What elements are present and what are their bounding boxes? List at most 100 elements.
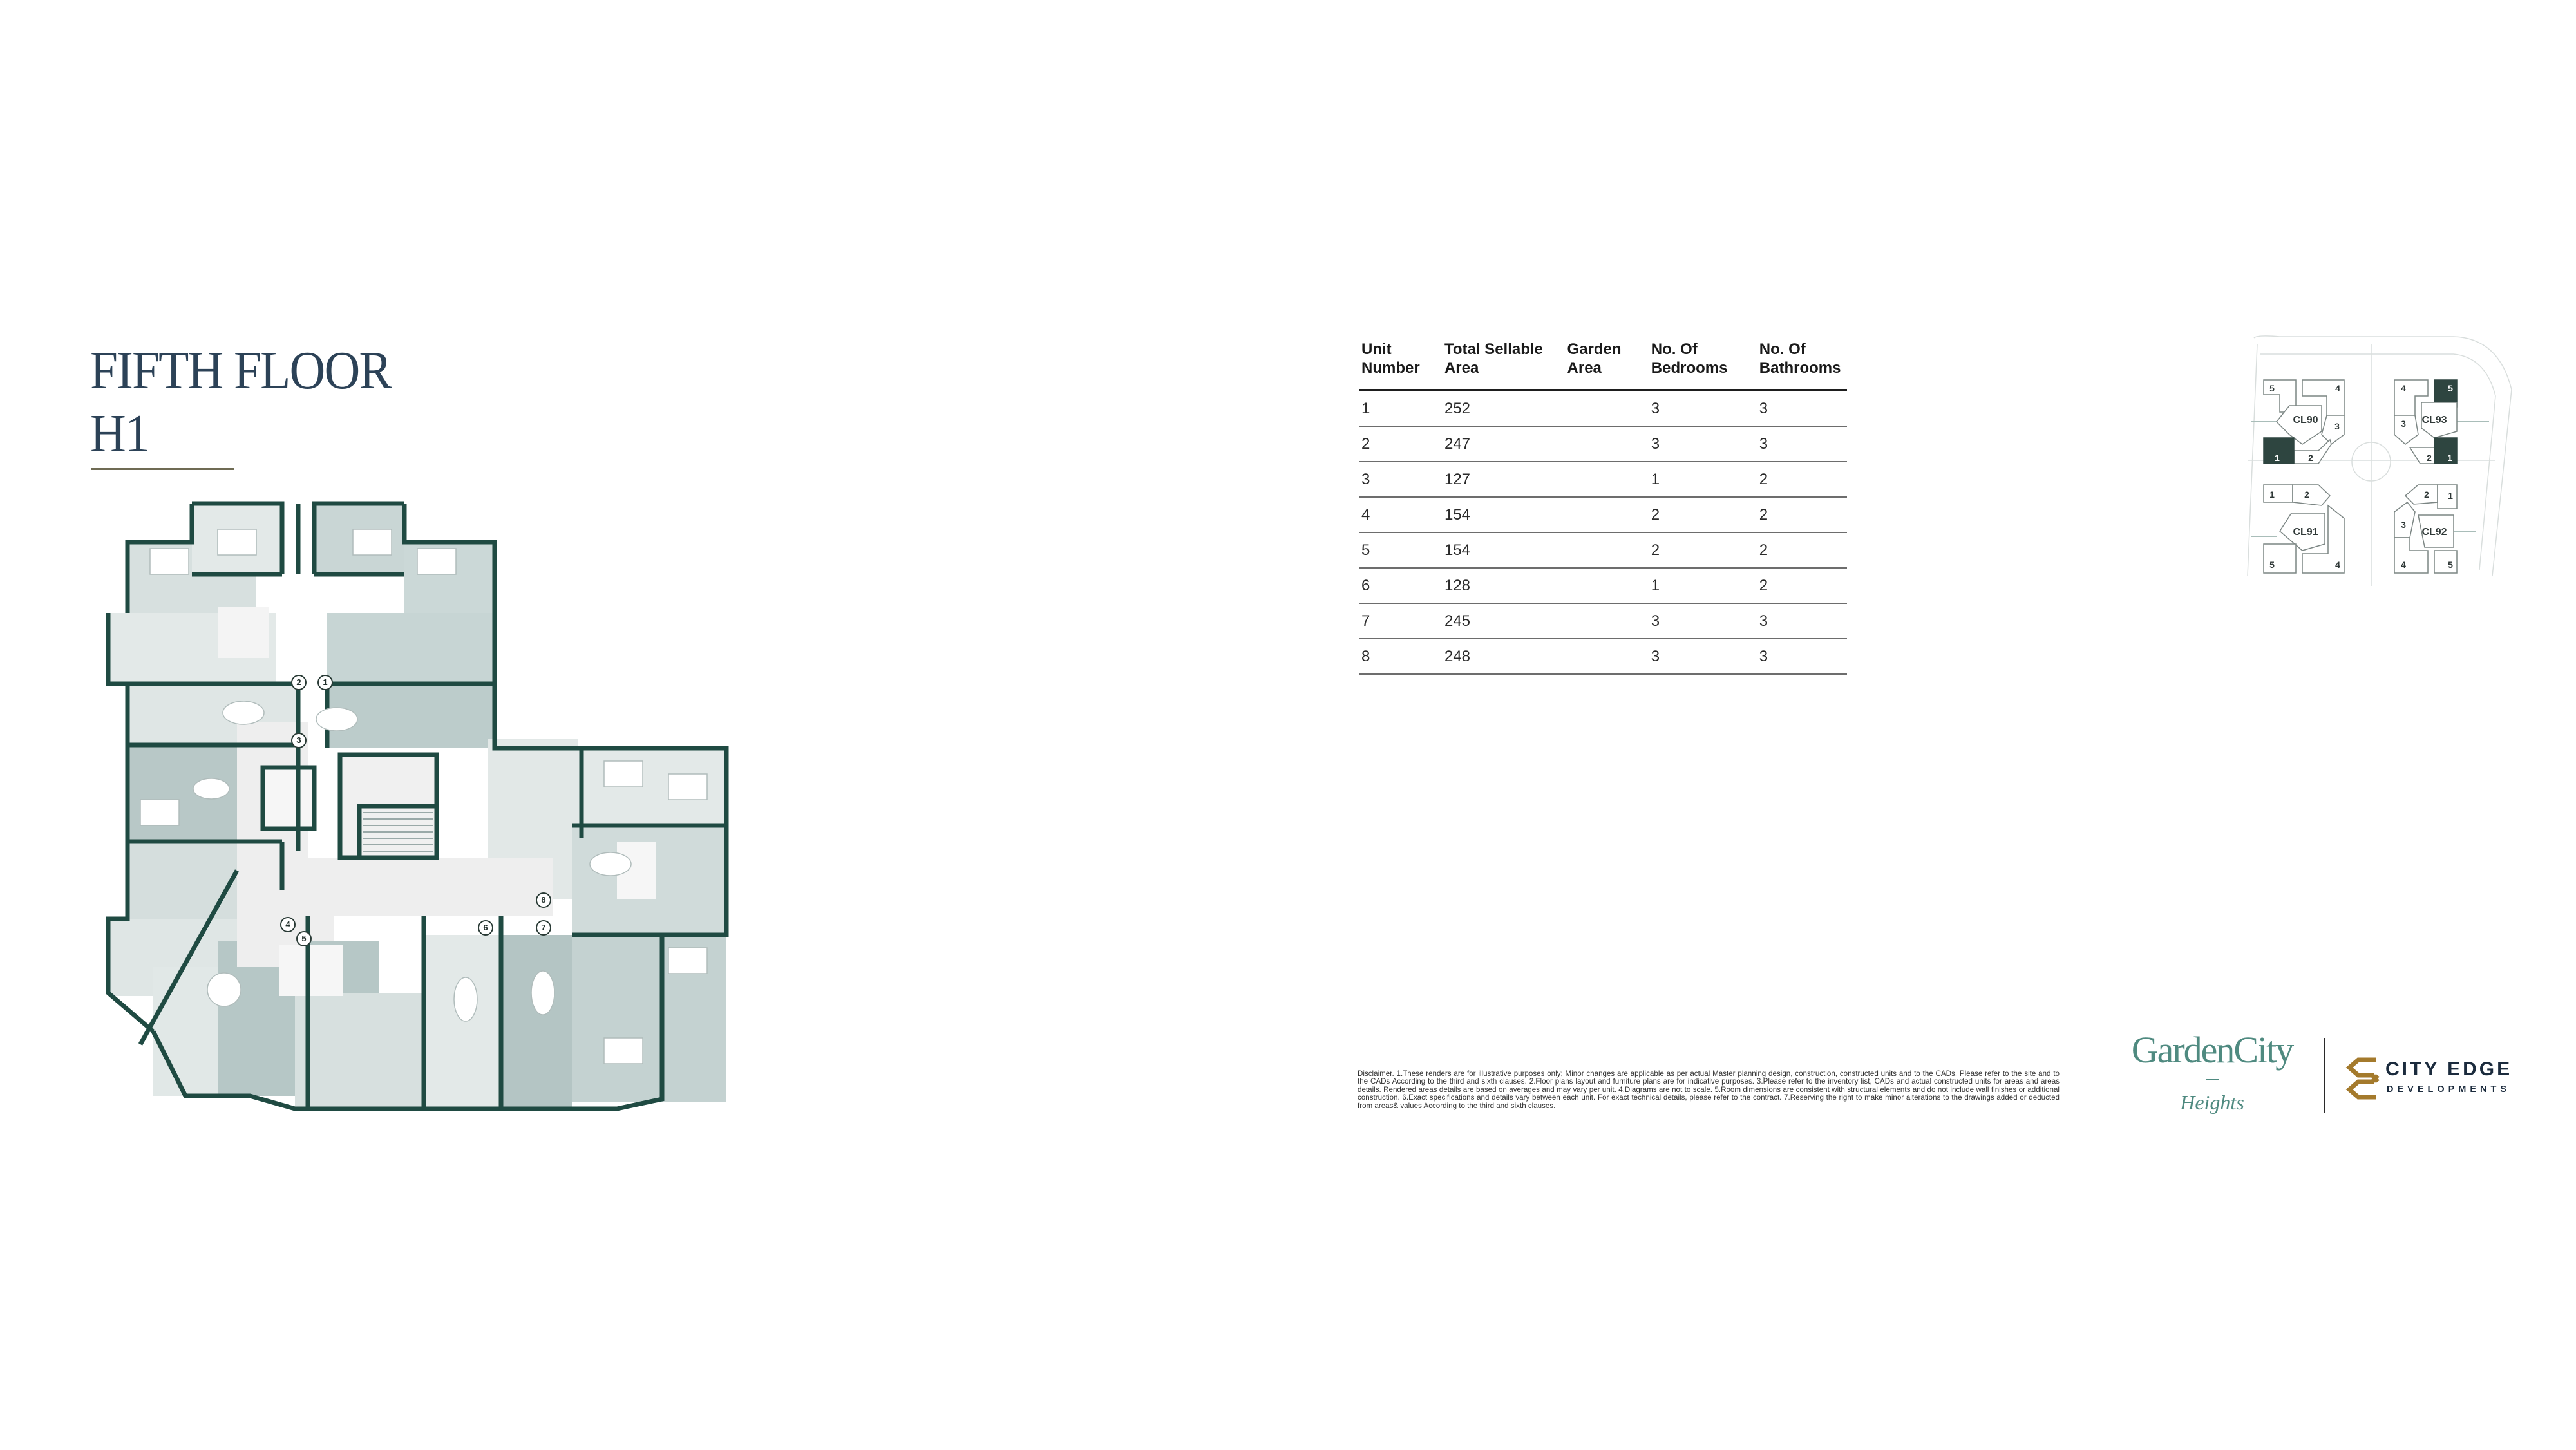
cell-bedrooms: 2 [1648,532,1757,569]
unit-marker-1: 1 [317,675,333,690]
table-row: 7 245 3 3 [1359,603,1847,639]
svg-text:3: 3 [2401,520,2406,530]
cell-garden [1564,497,1649,533]
svg-text:1: 1 [2448,491,2453,501]
table-row: 5 154 2 2 [1359,532,1847,569]
blocks [2263,379,2458,574]
cell-bathrooms: 2 [1756,497,1847,533]
unit-marker-7: 7 [536,920,551,936]
svg-text:CL91: CL91 [2293,527,2318,538]
cell-bathrooms: 3 [1756,426,1847,462]
svg-text:5: 5 [2448,560,2453,570]
cell-garden [1564,603,1649,639]
cell-bedrooms: 1 [1648,462,1757,498]
unit-marker-8: 8 [536,892,551,908]
unit-marker-4: 4 [280,917,296,932]
cell-garden [1564,390,1649,427]
cell-garden [1564,426,1649,462]
cell-bathrooms: 3 [1756,639,1847,675]
cell-bedrooms: 3 [1648,639,1757,675]
unit-marker-6: 6 [478,920,493,936]
title-divider [91,468,234,470]
disclaimer-text: Disclaimer. 1.These renders are for illu… [1358,1069,2060,1110]
cell-area: 127 [1441,462,1565,498]
svg-text:5: 5 [2269,560,2275,570]
svg-text:1: 1 [2269,489,2275,500]
cell-area: 252 [1441,390,1565,427]
cell-bedrooms: 3 [1648,603,1757,639]
cell-bathrooms: 2 [1756,568,1847,604]
cell-bedrooms: 1 [1648,568,1757,604]
page-title: FIFTH FLOOR H1 [90,339,422,466]
floor-title: FIFTH FLOOR [90,341,392,400]
project-name: GardenCity [2131,1029,2295,1071]
building-code: H1 [90,404,150,464]
svg-text:CL93: CL93 [2421,415,2447,426]
cell-unit: 8 [1359,639,1442,675]
svg-text:4: 4 [2401,383,2406,393]
cell-unit: 4 [1359,497,1442,533]
svg-text:3: 3 [2334,421,2340,431]
table-row: 6 128 1 2 [1359,568,1847,604]
city-edge-developments-logo: CITY EDGE DEVELOPMENTS [2344,1056,2537,1107]
cell-area: 128 [1441,568,1565,604]
svg-text:5: 5 [2269,383,2275,393]
cell-bedrooms: 3 [1648,390,1757,427]
svg-text:2: 2 [2304,489,2309,500]
cell-unit: 1 [1359,390,1442,427]
floor-plan: 1 2 3 4 5 6 7 8 [102,491,733,1122]
table-row: 2 247 3 3 [1359,426,1847,462]
unit-marker-3: 3 [291,733,307,748]
svg-text:1: 1 [2447,453,2452,463]
cell-garden [1564,462,1649,498]
cell-area: 245 [1441,603,1565,639]
paths [2251,421,2489,537]
cell-unit: 6 [1359,568,1442,604]
svg-text:CL90: CL90 [2293,415,2318,426]
floor-plan-drawing [106,501,729,1111]
cell-area: 248 [1441,639,1565,675]
furniture [140,529,708,1064]
cell-area: 154 [1441,532,1565,569]
svg-text:5: 5 [2448,383,2453,393]
cell-area: 154 [1441,497,1565,533]
developer-subtitle: DEVELOPMENTS [2387,1084,2511,1095]
cell-unit: 3 [1359,462,1442,498]
cell-unit: 2 [1359,426,1442,462]
cell-bedrooms: 3 [1648,426,1757,462]
cell-garden [1564,568,1649,604]
cell-bedrooms: 2 [1648,497,1757,533]
cell-area: 247 [1441,426,1565,462]
svg-text:2: 2 [2427,453,2432,463]
cell-garden [1564,532,1649,569]
logo-divider [2324,1038,2325,1113]
cell-unit: 7 [1359,603,1442,639]
svg-text:2: 2 [2308,453,2313,463]
logo-dash [2206,1079,2219,1080]
cell-bathrooms: 3 [1756,603,1847,639]
svg-text:4: 4 [2335,383,2340,393]
developer-name: CITY EDGE [2385,1059,2513,1080]
unit-marker-2: 2 [291,675,307,690]
cell-bathrooms: 3 [1756,390,1847,427]
unit-marker-5: 5 [296,931,312,946]
cell-bathrooms: 2 [1756,532,1847,569]
garden-city-heights-logo: GardenCity Heights [2128,1029,2296,1114]
table-row: 1 252 3 3 [1359,390,1847,427]
cell-garden [1564,639,1649,675]
stairs [363,812,433,852]
svg-text:CL92: CL92 [2421,527,2447,538]
cell-unit: 5 [1359,532,1442,569]
table-row: 4 154 2 2 [1359,497,1847,533]
svg-text:4: 4 [2401,560,2406,570]
block-labels: CL90 CL93 CL91 CL92 [2293,415,2447,538]
